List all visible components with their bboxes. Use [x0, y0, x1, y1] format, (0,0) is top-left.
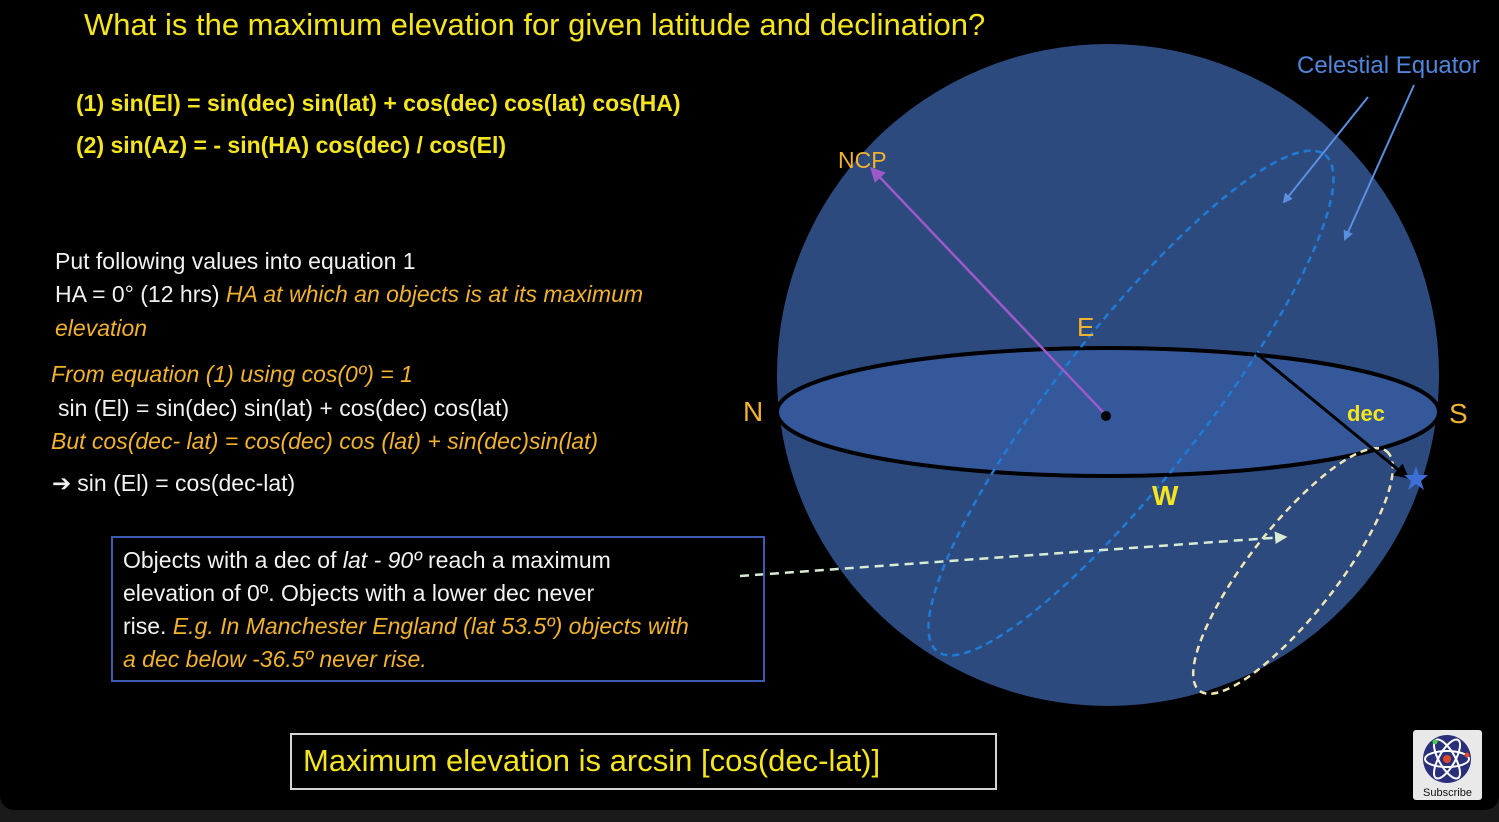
west-label: W — [1152, 480, 1179, 511]
equation-2: (2) sin(Az) = - sin(HA) cos(dec) / cos(E… — [76, 132, 507, 158]
star-marker — [1404, 466, 1428, 490]
note-text: reach a maximum — [421, 547, 611, 573]
atom-logo-icon — [1423, 735, 1471, 783]
right-arrow-icon: ➔ — [52, 470, 72, 496]
subscribe-label: Subscribe — [1423, 787, 1472, 799]
equator-pointer-2 — [1343, 84, 1415, 241]
celestial-equator-orbit — [927, 149, 1335, 657]
note-line-2: elevation of 0º. Objects with a lower de… — [123, 580, 595, 606]
equator-pointer-1 — [1282, 96, 1369, 204]
ha-note-continued: elevation — [55, 315, 148, 341]
instruction-line: Put following values into equation 1 — [55, 248, 416, 274]
celestial-equator-label: Celestial Equator — [1297, 52, 1480, 79]
east-label: E — [1077, 312, 1095, 342]
ncp-label: NCP — [838, 147, 887, 173]
note-box: Objects with a dec of lat - 90º reach a … — [111, 536, 765, 682]
result-line: ➔sin (El) = cos(dec-lat) — [52, 470, 295, 497]
ncp-arrow — [869, 166, 1105, 414]
note-emphasis: lat - 90º — [342, 547, 422, 573]
result-equation: sin (El) = cos(dec-lat) — [77, 470, 296, 496]
note-text: rise. — [123, 613, 173, 639]
note-example: E.g. In Manchester England (lat 53.5º) o… — [172, 613, 689, 639]
sin-equation-line: sin (El) = sin(dec) sin(lat) + cos(dec) … — [58, 395, 510, 421]
note-line-4: a dec below -36.5º never rise. — [123, 646, 427, 672]
note-line-3: rise. E.g. In Manchester England (lat 53… — [123, 613, 689, 640]
never-rise-orbit — [1191, 446, 1395, 696]
identity-line: But cos(dec- lat) = cos(dec) cos (lat) +… — [51, 428, 599, 454]
ha-value-line: HA = 0° (12 hrs) HA at which an objects … — [55, 281, 643, 308]
note-text: Objects with a dec of — [123, 547, 343, 573]
slide-title: What is the maximum elevation for given … — [84, 7, 986, 42]
dec-arrow — [1255, 351, 1410, 479]
subscribe-button[interactable]: Subscribe — [1413, 730, 1482, 800]
dec-label: dec — [1347, 401, 1385, 426]
answer-text: Maximum elevation is arcsin [cos(dec-lat… — [303, 743, 881, 778]
north-label: N — [743, 396, 764, 427]
equation-1: (1) sin(El) = sin(dec) sin(lat) + cos(de… — [76, 90, 681, 116]
ha-value: HA = 0° (12 hrs) — [55, 281, 220, 307]
south-label: S — [1449, 398, 1468, 429]
ha-note: HA at which an objects is at its maximum — [225, 281, 644, 307]
observer-point — [1101, 411, 1111, 421]
note-line-1: Objects with a dec of lat - 90º reach a … — [123, 547, 611, 574]
from-equation-line: From equation (1) using cos(0º) = 1 — [51, 361, 413, 387]
note-pointer — [739, 531, 1288, 578]
answer-box: Maximum elevation is arcsin [cos(dec-lat… — [290, 733, 997, 790]
